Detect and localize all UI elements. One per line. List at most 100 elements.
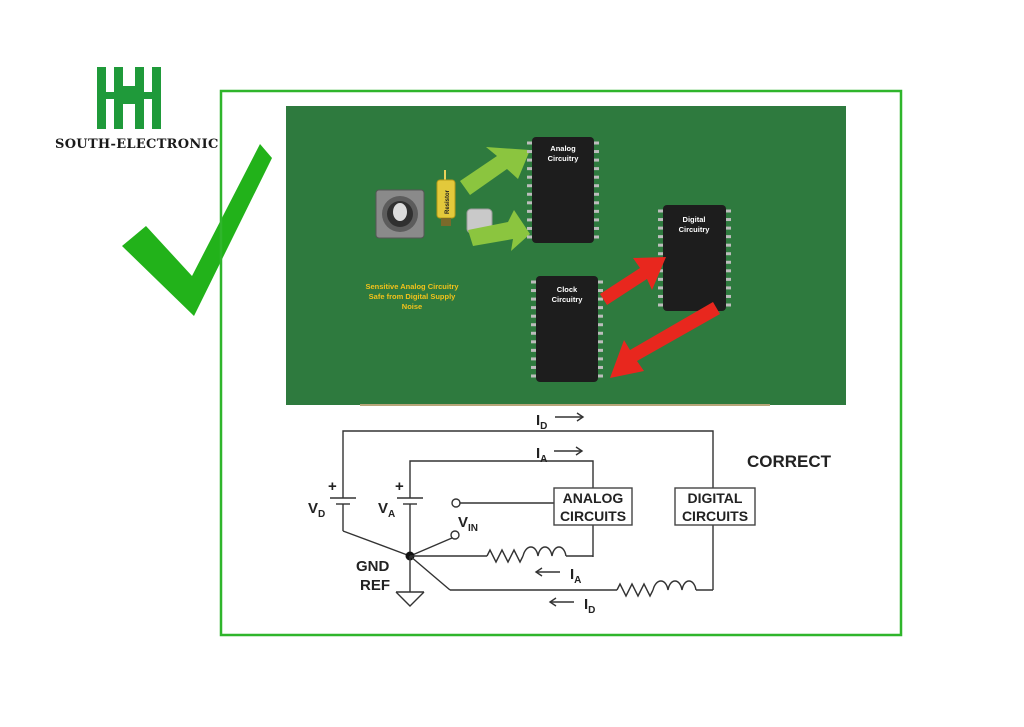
chip-digital-label-2: Circuitry	[679, 225, 711, 234]
chip-pin	[658, 226, 663, 230]
chip-digital-label-1: Digital	[683, 215, 706, 224]
pcb-note-line-1: Sensitive Analog Circuitry	[365, 282, 459, 291]
chip-pin	[531, 323, 536, 327]
ground-ref-label-2: REF	[360, 577, 390, 594]
chip-pin	[527, 184, 532, 188]
chip-pin	[726, 294, 731, 298]
arrow-right-icon	[554, 446, 584, 456]
chip-pin	[594, 158, 599, 162]
pcb-note-line-3: Noise	[402, 302, 422, 311]
chip-pin	[531, 280, 536, 284]
chip-pin	[726, 226, 731, 230]
chip-pin	[658, 218, 663, 222]
chip-pin	[658, 235, 663, 239]
chip-pin	[726, 277, 731, 281]
box-digital-circuits	[674, 487, 756, 526]
pcb-note-line-2: Safe from Digital Supply	[369, 292, 457, 301]
current-id-top-label: ID	[536, 412, 547, 432]
chip-pin	[598, 314, 603, 318]
wire-vin-return	[409, 537, 453, 557]
chip-pin	[531, 297, 536, 301]
chip-pin	[658, 303, 663, 307]
chip-pin	[726, 286, 731, 290]
chip-pin	[598, 297, 603, 301]
source-va-label: VA	[378, 500, 395, 520]
wire-digital-top	[342, 430, 714, 498]
verdict-label: CORRECT	[747, 452, 832, 471]
chip-pin	[658, 286, 663, 290]
pcb-board: Resistor Analog Circuitry Digital Circui…	[286, 106, 846, 406]
chip-digital-circuitry: Digital Circuitry	[663, 205, 726, 311]
inductor-analog-icon	[522, 546, 567, 557]
chip-pin	[598, 357, 603, 361]
analog-arrow-down	[468, 210, 530, 251]
brand-name: SOUTH-ELECTRONIC	[55, 137, 219, 152]
chip-pin	[527, 201, 532, 205]
chip-pin	[594, 226, 599, 230]
chip-pin	[726, 252, 731, 256]
box-analog-label-2: CIRCUITS	[560, 508, 626, 524]
chip-pin	[531, 314, 536, 318]
chip-pin	[598, 348, 603, 352]
chip-pin	[598, 340, 603, 344]
arrow-right-icon	[555, 412, 585, 422]
grounding-schematic: ANALOG CIRCUITS DIGITAL CIRCUITS ID IA I…	[308, 412, 832, 616]
chip-analog-label-1: Analog	[550, 144, 576, 153]
chip-pin	[726, 243, 731, 247]
chip-pin	[598, 331, 603, 335]
battery-vd-icon	[330, 497, 411, 557]
logo-mark-icon	[97, 67, 161, 129]
chip-pin	[658, 277, 663, 281]
vin-terminal-bottom	[450, 530, 460, 540]
ground-ref-label-1: GND	[356, 558, 390, 575]
chip-pin	[531, 374, 536, 378]
chip-pin	[726, 209, 731, 213]
chip-pin	[531, 340, 536, 344]
chip-pin	[658, 269, 663, 273]
chip-pin	[527, 158, 532, 162]
chip-clock-circuitry: Clock Circuitry	[536, 276, 598, 382]
chip-pin	[594, 218, 599, 222]
arrow-left-icon	[548, 597, 574, 607]
chip-pin	[726, 218, 731, 222]
chip-pin	[658, 209, 663, 213]
chip-pin	[594, 184, 599, 188]
chip-pin	[527, 192, 532, 196]
chip-pin	[658, 243, 663, 247]
chip-pin	[527, 141, 532, 145]
chip-pin	[594, 175, 599, 179]
chip-analog-label-2: Circuitry	[548, 154, 580, 163]
chip-pin	[594, 209, 599, 213]
chip-pin	[598, 374, 603, 378]
resistor-digital-icon	[616, 582, 654, 598]
chip-analog-circuitry: Analog Circuitry	[532, 137, 594, 243]
chip-pin	[594, 192, 599, 196]
chip-pin	[531, 365, 536, 369]
box-digital-label-1: DIGITAL	[688, 490, 743, 506]
chip-pin	[527, 235, 532, 239]
chip-pin	[594, 235, 599, 239]
brand-logo: SOUTH-ELECTRONIC	[55, 67, 219, 152]
chip-pin	[726, 260, 731, 264]
chip-pin	[531, 289, 536, 293]
checkmark-icon	[122, 144, 272, 316]
va-plus-sign: +	[395, 478, 404, 495]
source-vd-label: VD	[308, 500, 325, 520]
box-analog-label-1: ANALOG	[563, 490, 624, 506]
current-ia-bottom-label: IA	[570, 566, 581, 586]
chip-clock-label-1: Clock	[557, 285, 578, 294]
chip-pin	[531, 357, 536, 361]
current-ia-top-label: IA	[536, 445, 547, 465]
chip-pin	[598, 323, 603, 327]
diagram-frame	[219, 89, 903, 637]
chip-pin	[527, 226, 532, 230]
chip-pin	[527, 175, 532, 179]
vd-plus-sign: +	[328, 478, 337, 495]
digital-arrow-down	[610, 302, 720, 378]
box-analog-circuits	[553, 487, 633, 526]
current-id-bottom-label: ID	[584, 596, 595, 616]
chip-pin	[594, 167, 599, 171]
chip-pin	[598, 306, 603, 310]
chip-pin	[598, 365, 603, 369]
